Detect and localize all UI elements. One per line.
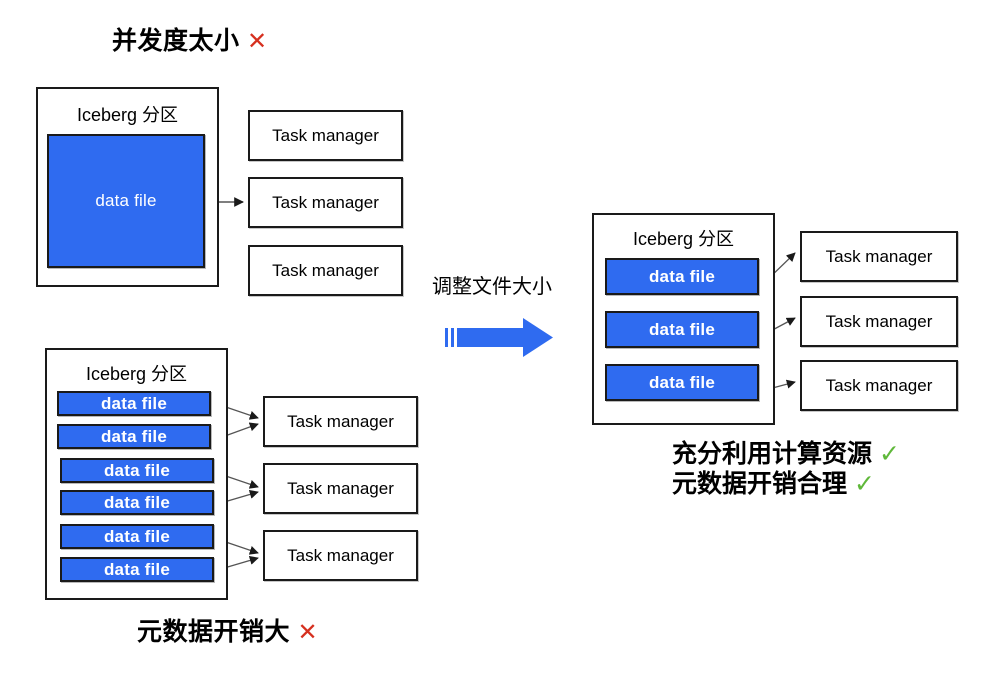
task-manager-box: Task manager	[263, 396, 418, 447]
data-file-block: data file	[60, 490, 214, 515]
task-manager-label: Task manager	[825, 246, 933, 266]
task-manager-label: Task manager	[272, 192, 379, 212]
data-file-block: data file	[60, 524, 214, 549]
title-top-left: 并发度太小 ✕	[112, 27, 268, 57]
task-manager-label: Task manager	[287, 545, 394, 565]
caption-right-line-1-text: 充分利用计算资源	[672, 440, 873, 468]
data-file-label: data file	[103, 559, 171, 579]
task-manager-label: Task manager	[825, 375, 933, 395]
title-top-left-text: 并发度太小	[112, 27, 240, 55]
caption-right-line-1: 充分利用计算资源 ✓	[672, 438, 900, 470]
task-manager-box: Task manager	[263, 463, 418, 514]
data-file-label: data file	[103, 526, 171, 546]
data-file-label: data file	[648, 319, 716, 339]
cross-icon: ✕	[297, 619, 319, 646]
task-manager-label: Task manager	[825, 311, 933, 331]
data-file-label: data file	[648, 372, 716, 392]
task-manager-label: Task manager	[272, 260, 379, 280]
caption-bottom-left-text: 元数据开销大	[137, 618, 291, 646]
partition-title-top-left: Iceberg 分区	[76, 105, 179, 125]
data-file-label: data file	[95, 191, 157, 210]
check-icon: ✓	[853, 470, 875, 498]
caption-right-line-2-text: 元数据开销合理	[672, 470, 848, 498]
data-file-block: data file	[605, 258, 759, 295]
task-manager-label: Task manager	[287, 478, 394, 498]
data-file-block: data file	[57, 391, 211, 416]
data-file-label: data file	[100, 393, 168, 413]
check-icon: ✓	[878, 440, 900, 468]
task-manager-box: Task manager	[800, 296, 958, 347]
data-file-block: data file	[605, 311, 759, 348]
caption-right-line-2: 元数据开销合理 ✓	[672, 468, 875, 500]
caption-bottom-left: 元数据开销大 ✕	[137, 618, 318, 648]
transition-arrow-icon	[445, 318, 553, 357]
task-manager-box: Task manager	[263, 530, 418, 581]
task-manager-box: Task manager	[800, 231, 958, 282]
task-manager-box: Task manager	[248, 110, 403, 161]
transition-label: 调整文件大小	[432, 276, 552, 298]
data-file-label: data file	[103, 492, 171, 512]
partition-title-bottom-left: Iceberg 分区	[85, 364, 188, 384]
data-file-label: data file	[648, 266, 716, 286]
data-file-block: data file	[60, 458, 214, 483]
cross-icon: ✕	[246, 28, 268, 55]
task-manager-label: Task manager	[287, 411, 394, 431]
task-manager-box: Task manager	[248, 177, 403, 228]
data-file-block: data file	[47, 134, 205, 268]
partition-title-right: Iceberg 分区	[632, 229, 735, 249]
task-manager-box: Task manager	[248, 245, 403, 296]
task-manager-label: Task manager	[272, 125, 379, 145]
data-file-block: data file	[57, 424, 211, 449]
data-file-label: data file	[100, 426, 168, 446]
data-file-label: data file	[103, 460, 171, 480]
data-file-block: data file	[605, 364, 759, 401]
task-manager-box: Task manager	[800, 360, 958, 411]
data-file-block: data file	[60, 557, 214, 582]
